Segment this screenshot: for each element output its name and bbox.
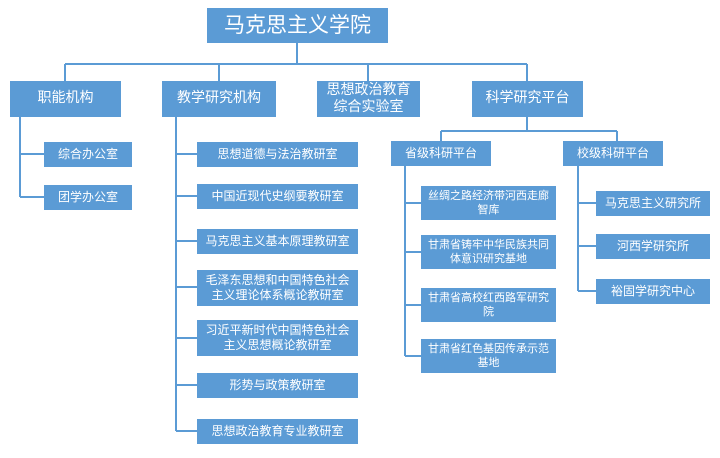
node-provincial-platform: 省级科研平台 xyxy=(391,141,491,166)
node-teaching-child: 思想政治教育专业教研室 xyxy=(197,419,358,444)
root-node: 马克思主义学院 xyxy=(207,8,388,43)
node-teaching-child: 习近平新时代中国特色社会主义思想概论教研室 xyxy=(197,320,358,356)
node-functional-child: 综合办公室 xyxy=(44,142,132,167)
node-school-child: 马克思主义研究所 xyxy=(596,191,710,216)
node-school-child: 河西学研究所 xyxy=(596,234,710,259)
node-provincial-child: 丝绸之路经济带河西走廊智库 xyxy=(421,186,556,220)
node-lab: 思想政治教育综合实验室 xyxy=(317,81,420,117)
node-teaching-child: 毛泽东思想和中国特色社会主义理论体系概论教研室 xyxy=(197,270,358,306)
node-provincial-child: 甘肃省红色基因传承示范基地 xyxy=(421,339,556,373)
node-functional: 职能机构 xyxy=(10,81,121,117)
node-teaching: 教学研究机构 xyxy=(162,81,276,117)
node-teaching-child: 中国近现代史纲要教研室 xyxy=(197,184,358,209)
node-provincial-child: 甘肃省铸牢中华民族共同体意识研究基地 xyxy=(421,235,556,269)
node-research: 科学研究平台 xyxy=(472,81,583,117)
node-school-platform: 校级科研平台 xyxy=(563,141,663,166)
node-provincial-child: 甘肃省高校红西路军研究院 xyxy=(421,288,556,322)
node-teaching-child: 形势与政策教研室 xyxy=(197,373,358,398)
node-teaching-child: 思想道德与法治教研室 xyxy=(197,142,358,167)
node-teaching-child: 马克思主义基本原理教研室 xyxy=(197,229,358,254)
node-functional-child: 团学办公室 xyxy=(44,185,132,210)
node-school-child: 裕固学研究中心 xyxy=(596,279,710,304)
